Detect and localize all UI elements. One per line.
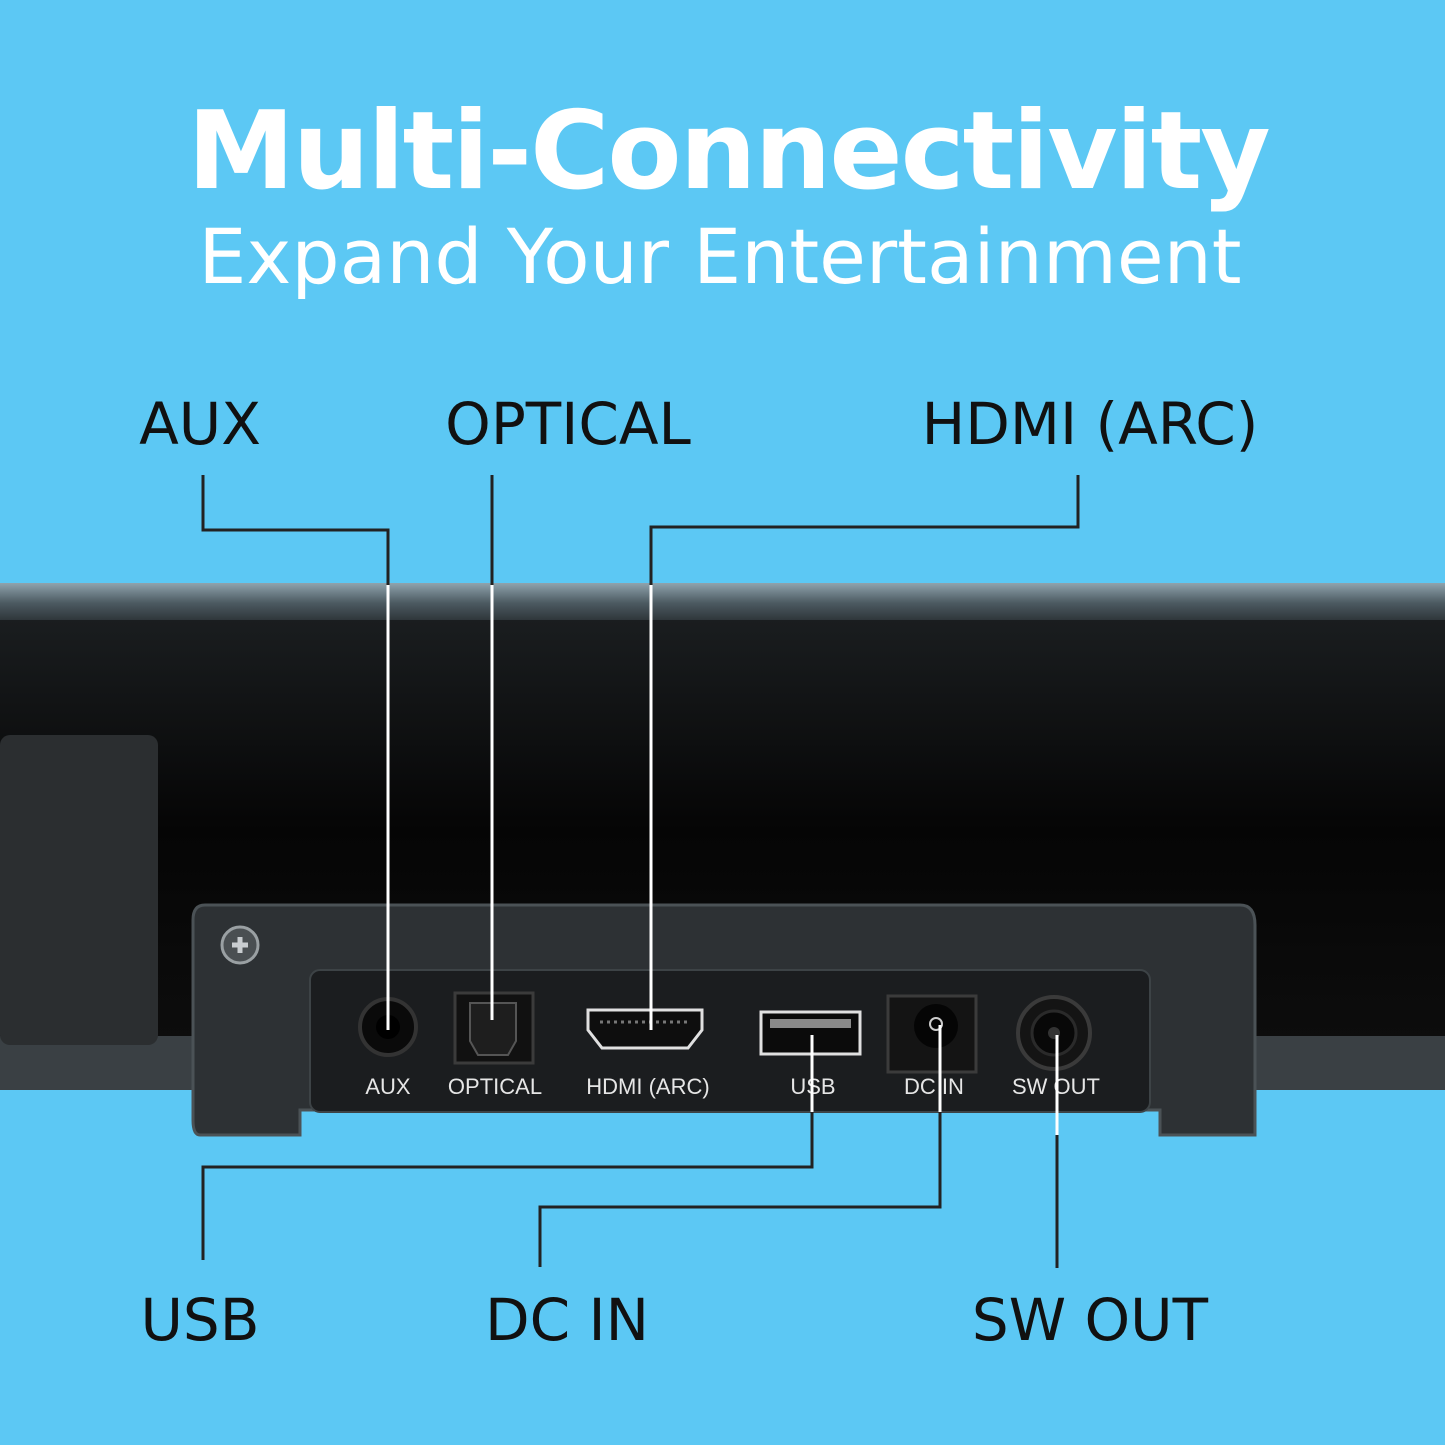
sw-out-port	[1016, 995, 1092, 1071]
soundbar: AUX OPTICAL HDMI (ARC) USB DC IN SW OUT	[0, 583, 1445, 1137]
side-panel	[0, 735, 158, 1045]
port-label-aux: AUX	[365, 1074, 411, 1099]
callout-sw-out: SW OUT	[972, 1286, 1209, 1354]
leader-aux	[201, 475, 390, 585]
page-subtitle: Expand Your Entertainment	[198, 212, 1241, 301]
callout-usb: USB	[140, 1286, 259, 1354]
leader-usb	[201, 1112, 814, 1260]
page-title: Multi-Connectivity	[187, 89, 1269, 214]
leader-dc-in	[538, 1112, 942, 1267]
callout-dc-in: DC IN	[485, 1286, 649, 1354]
callout-optical: OPTICAL	[445, 390, 691, 458]
soundbar-top-edge	[0, 583, 1445, 623]
port-label-dc-in: DC IN	[904, 1074, 964, 1099]
leader-hdmi	[649, 475, 1080, 585]
callout-aux: AUX	[139, 390, 261, 458]
screw-icon	[220, 925, 260, 965]
hdmi-port	[586, 1008, 704, 1050]
callout-hdmi: HDMI (ARC)	[922, 390, 1259, 458]
leader-lines	[201, 475, 1080, 1268]
port-label-hdmi: HDMI (ARC)	[586, 1074, 709, 1099]
optical-port	[453, 991, 535, 1065]
dc-in-port	[886, 994, 978, 1074]
port-label-optical: OPTICAL	[448, 1074, 542, 1099]
